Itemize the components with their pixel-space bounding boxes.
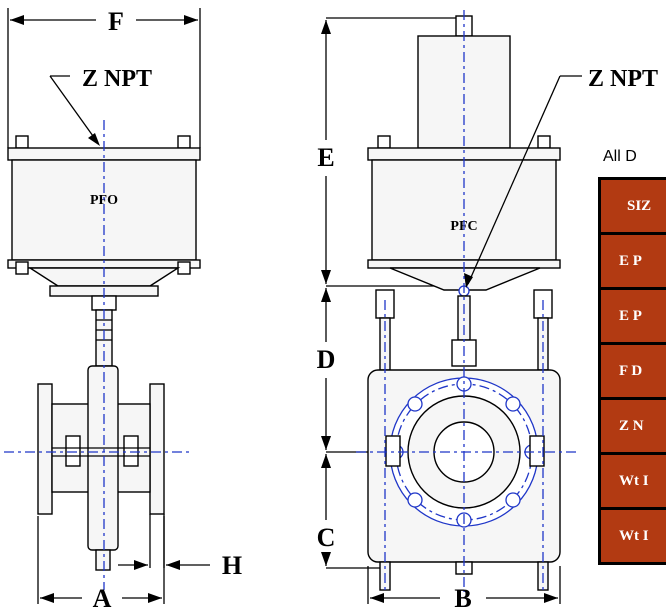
z-npt-left-arrow (88, 133, 100, 146)
table-row: Wt I (601, 455, 666, 510)
actuator-bolt-tr (177, 135, 191, 149)
z-npt-left-label: Z NPT (82, 66, 152, 92)
b-arrow-left (370, 593, 384, 603)
valve-flange-left (37, 383, 53, 515)
dim-d-label: D (317, 345, 336, 374)
flange-bolt-8 (505, 396, 521, 412)
h-arrow-out (166, 560, 180, 570)
dim-c-label: C (317, 523, 336, 552)
flange-bolt-6 (407, 396, 423, 412)
dimensions-note: All D (603, 148, 637, 165)
pfo-assembly: F Z NPT PFO (4, 7, 242, 608)
z-npt-right-arrow (464, 273, 473, 288)
table-row: Z N (601, 400, 666, 455)
bottom-stem (95, 549, 111, 571)
z-npt-right-label: Z NPT (588, 66, 658, 92)
actuator-bolt-bl (15, 261, 29, 275)
flange-bolt-4 (407, 492, 423, 508)
b-arrow-right (544, 593, 558, 603)
body-bolt-right (123, 435, 139, 467)
e-arrow-bottom (321, 270, 331, 284)
e-arrow-top (321, 20, 331, 34)
actuator-bolt-br (177, 261, 191, 275)
c-arrow-bottom (321, 552, 331, 566)
f-arrow-right (184, 15, 198, 25)
pfc-bolt-tr (537, 135, 551, 149)
pfc-side-bolt-left (385, 435, 401, 467)
z-npt-right-leader (467, 75, 561, 285)
dim-h-label: H (222, 551, 242, 580)
dim-a-label: A (93, 584, 112, 608)
c-arrow-top (321, 454, 331, 468)
h-arrow-in (134, 560, 148, 570)
dim-f-label: F (108, 7, 124, 36)
pfc-bolt-tl (377, 135, 391, 149)
actuator-bolt-tl (15, 135, 29, 149)
body-bolt-left (65, 435, 81, 467)
pfc-side-bolt-right (529, 435, 545, 467)
valve-flange-right (149, 383, 165, 515)
table-row: F D (601, 345, 666, 400)
actuator-pfo-label: PFO (90, 193, 118, 208)
f-arrow-left (10, 15, 24, 25)
a-arrow-right (148, 593, 162, 603)
dim-e-label: E (317, 143, 334, 172)
z-npt-left-leader (49, 75, 99, 144)
dim-b-label: B (454, 584, 471, 608)
dimension-table: SIZ E P E P F D Z N Wt I Wt I (598, 177, 666, 565)
table-row: Wt I (601, 510, 666, 562)
table-row: E P (601, 235, 666, 290)
pfc-assembly: E D C PFC Z NPT (317, 10, 658, 608)
d-arrow-top (321, 288, 331, 302)
table-row: E P (601, 290, 666, 345)
valve-gate-housing (87, 365, 119, 551)
a-arrow-left (40, 593, 54, 603)
d-arrow-bottom (321, 436, 331, 450)
table-row-size: SIZ (601, 180, 666, 235)
flange-bolt-2 (505, 492, 521, 508)
